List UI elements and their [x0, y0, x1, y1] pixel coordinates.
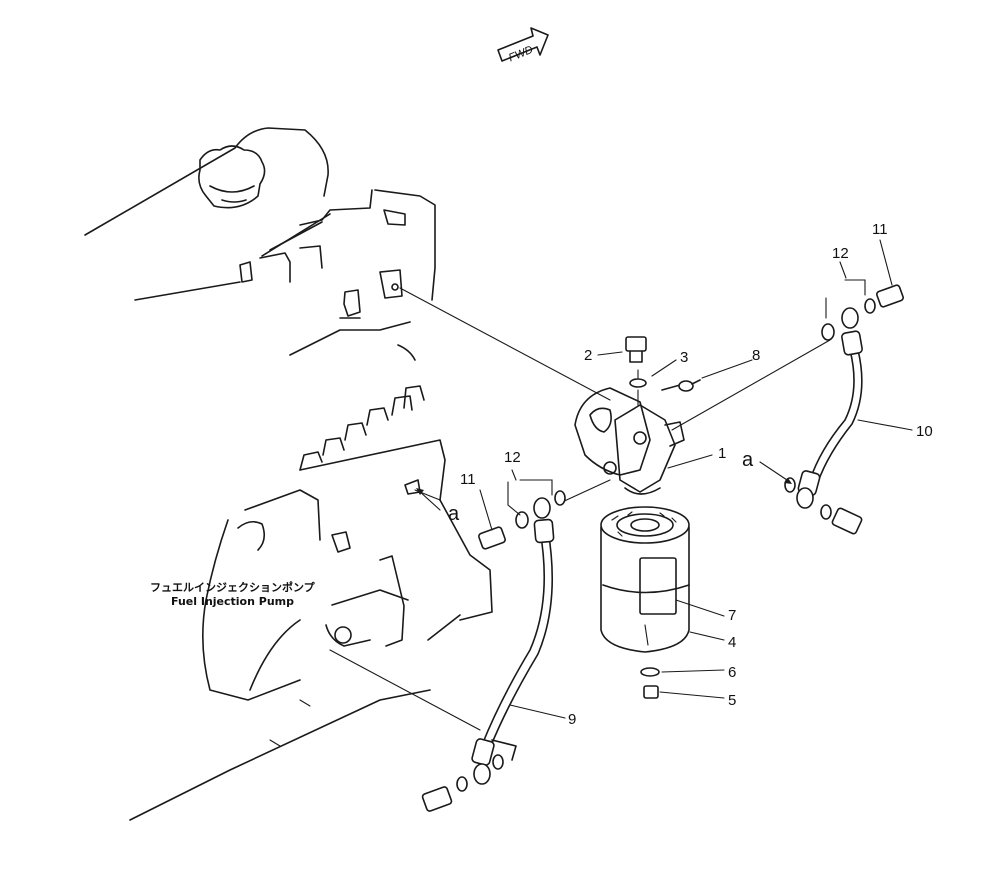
callout-9: 9	[568, 711, 576, 728]
callout-4: 4	[728, 634, 736, 651]
ref-a-left: a	[448, 503, 460, 525]
callout-1: 1	[718, 445, 726, 462]
engine-block	[84, 127, 436, 361]
callout-11-right: 11	[872, 221, 888, 238]
hose-10-fittings	[784, 284, 904, 535]
drain-plug-5	[643, 685, 659, 699]
callout-8: 8	[752, 347, 760, 364]
callout-3: 3	[680, 349, 688, 366]
fuel-filter-cartridge	[600, 506, 690, 653]
callout-leaders	[479, 239, 913, 719]
hose-9	[471, 497, 555, 785]
pump-label-jp: フュエルインジェクションポンプ	[150, 580, 316, 594]
ref-a-right: a	[742, 449, 754, 471]
hose-9-fittings	[421, 490, 566, 812]
bracket-12-left	[519, 479, 553, 496]
bolt-2	[625, 336, 647, 363]
hose-10	[796, 307, 863, 509]
callout-12-right: 12	[832, 245, 849, 262]
pump-label-en: Fuel Injection Pump	[171, 595, 294, 608]
callout-12-left: 12	[504, 449, 521, 466]
callout-11-left: 11	[460, 471, 476, 488]
fwd-label: FWD	[507, 44, 535, 65]
ref-a-right-leader	[759, 461, 791, 483]
ref-a-left-arrow-icon	[416, 488, 424, 495]
callout-2: 2	[584, 347, 592, 364]
ref-a-right-arrow-icon	[784, 478, 792, 484]
callout-6: 6	[728, 664, 736, 681]
screw-8	[661, 379, 701, 392]
washer-3	[629, 378, 647, 388]
ref-a-left-leader	[417, 489, 441, 511]
bracket-12-right	[844, 279, 866, 296]
bracket-12-left-b	[507, 481, 521, 516]
filter-head	[574, 387, 685, 495]
fwd-arrow-icon: FWD	[497, 27, 549, 65]
callout-5: 5	[728, 692, 736, 709]
fuel-injection-pump	[129, 385, 493, 821]
leader-lines	[329, 287, 831, 731]
washer-6	[640, 667, 660, 677]
callout-10: 10	[916, 423, 933, 440]
callout-7: 7	[728, 607, 736, 624]
